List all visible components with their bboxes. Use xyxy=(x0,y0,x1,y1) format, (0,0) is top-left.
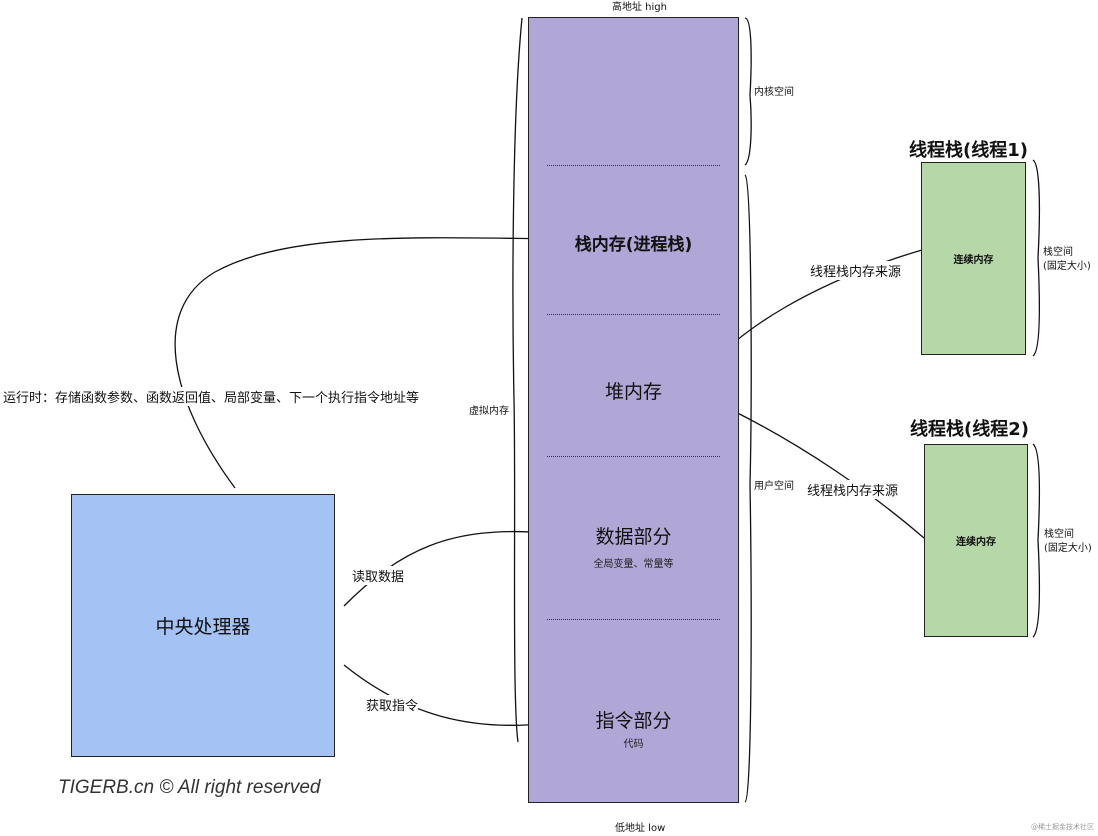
divider xyxy=(547,456,720,457)
fetch-instruction-label: 获取指令 xyxy=(366,695,419,714)
virtual-memory-column: 栈内存(进程栈) 堆内存 数据部分 全局变量、常量等 指令部分 代码 xyxy=(528,17,739,803)
thread2-brace xyxy=(1032,443,1041,638)
heap-memory-label: 堆内存 xyxy=(604,381,662,403)
copyright-watermark: TIGERB.cn © All right reserved xyxy=(58,777,321,798)
thread1-side-label: 栈空间 (固定大小) xyxy=(1043,247,1091,272)
divider xyxy=(547,619,720,620)
thread1-brace xyxy=(1032,159,1041,357)
data-segment-label: 数据部分 xyxy=(595,526,672,548)
kernel-brace xyxy=(744,17,752,166)
code-segment-label: 指令部分 xyxy=(595,710,672,732)
user-space-label: 用户空间 xyxy=(754,481,794,492)
thread2-stack-box: 连续内存 xyxy=(924,444,1028,637)
cpu-label: 中央处理器 xyxy=(155,616,251,638)
kernel-space-label: 内核空间 xyxy=(754,87,794,98)
user-brace xyxy=(744,174,752,803)
virtual-memory-brace xyxy=(512,17,523,743)
juejin-watermark: @稀土掘金技术社区 xyxy=(1031,823,1094,831)
runtime-label: 运行时：存储函数参数、函数返回值、局部变量、下一个执行指令地址等 xyxy=(3,387,420,406)
thread1-body-label: 连续内存 xyxy=(953,255,994,266)
stack-memory-label: 栈内存(进程栈) xyxy=(574,235,693,255)
read-data-arrow xyxy=(343,527,550,607)
thread2-side-label: 栈空间 (固定大小) xyxy=(1044,529,1092,554)
cpu-to-stack-arrow xyxy=(174,234,570,489)
divider xyxy=(547,314,720,315)
high-address-label: 高地址 high xyxy=(612,2,667,13)
read-data-label: 读取数据 xyxy=(352,566,405,585)
thread1-title: 线程栈(线程1) xyxy=(909,140,1028,161)
cpu-box: 中央处理器 xyxy=(71,494,335,757)
divider xyxy=(547,165,720,166)
code-segment-sublabel: 代码 xyxy=(623,739,644,750)
thread1-stack-box: 连续内存 xyxy=(921,162,1026,355)
low-address-label: 低地址 low xyxy=(615,823,666,834)
data-segment-sublabel: 全局变量、常量等 xyxy=(593,559,674,570)
virtual-memory-label: 虚拟内存 xyxy=(469,406,509,417)
thread2-source-label: 线程栈内存来源 xyxy=(807,480,899,499)
thread2-body-label: 连续内存 xyxy=(956,537,996,548)
thread2-title: 线程栈(线程2) xyxy=(910,419,1029,440)
thread1-source-label: 线程栈内存来源 xyxy=(810,261,902,280)
